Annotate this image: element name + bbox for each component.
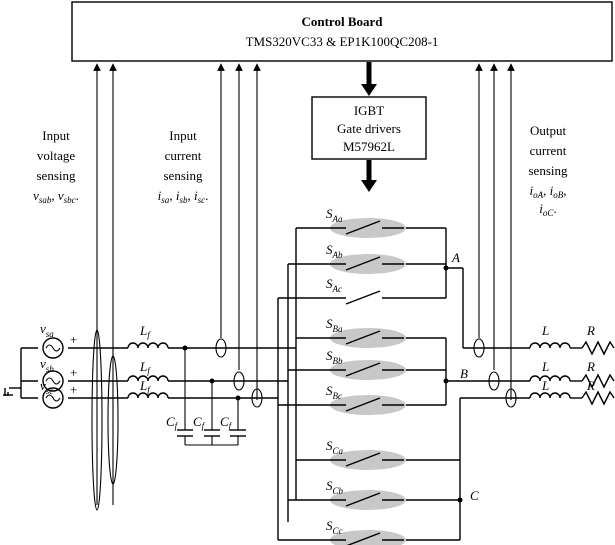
driver-to-switch-arrow	[361, 160, 377, 192]
control-board: Control Board TMS320VC33 & EP1K100QC208-…	[71, 1, 613, 62]
svg-text:+: +	[70, 365, 77, 380]
svg-text:sensing: sensing	[37, 168, 77, 183]
input-phase-wires	[68, 347, 296, 399]
control-board-title: Control Board	[301, 14, 383, 29]
output-current-sensors	[473, 338, 517, 408]
svg-text:+: +	[70, 382, 77, 397]
switch-scc: SCc	[326, 518, 406, 545]
svg-text:R: R	[586, 359, 595, 374]
svg-text:Lf: Lf	[139, 323, 151, 340]
switch-sca: SCa	[326, 438, 406, 470]
svg-text:SBb: SBb	[326, 348, 343, 366]
svg-text:ioC.: ioC.	[539, 201, 556, 218]
svg-text:L: L	[541, 359, 549, 374]
svg-text:R: R	[586, 378, 595, 393]
input-voltage-sensing-label: Input voltage sensing vsab, vsbc.	[33, 128, 79, 205]
svg-text:SCc: SCc	[326, 518, 343, 536]
switch-sac: SAc	[326, 276, 404, 305]
filter-inductor-c: Lf	[127, 378, 169, 399]
filter-capacitor-bank: Cf Cf Cf	[166, 345, 246, 446]
output-node-labels: A B C	[451, 250, 479, 503]
svg-text:SAc: SAc	[326, 276, 342, 294]
svg-text:sensing: sensing	[164, 168, 204, 183]
svg-text:Input: Input	[42, 128, 70, 143]
source-vb: vsb +	[40, 356, 77, 392]
svg-text:Input: Input	[169, 128, 197, 143]
output-current-sensing-label: Output current sensing ioA, ioB, ioC.	[529, 123, 569, 218]
svg-text:Cf: Cf	[166, 414, 179, 431]
gate-driver-line3: M57962L	[343, 139, 395, 154]
svg-text:voltage: voltage	[37, 148, 75, 163]
switch-sab: SAb	[326, 242, 406, 274]
svg-text:isa, isb, isc.: isa, isb, isc.	[158, 188, 209, 205]
svg-text:SBc: SBc	[326, 383, 342, 401]
source-va: vsa +	[40, 321, 77, 359]
svg-text:SCa: SCa	[326, 438, 344, 456]
svg-text:vsc: vsc	[40, 378, 53, 396]
gate-driver-box: IGBT Gate drivers M57962L	[311, 96, 427, 160]
svg-text:L: L	[541, 323, 549, 338]
svg-text:ioA, ioB,: ioA, ioB,	[530, 183, 567, 200]
control-board-subtitle: TMS320VC33 & EP1K100QC208-1	[246, 34, 439, 49]
load-c: L R	[529, 378, 615, 406]
svg-text:vsa: vsa	[40, 321, 54, 339]
load-a: L R	[529, 323, 615, 356]
filter-inductor-b: Lf	[127, 359, 169, 382]
filter-inductor-a: Lf	[127, 323, 169, 349]
svg-text:Cf: Cf	[193, 414, 206, 431]
svg-text:+: +	[70, 332, 77, 347]
ground-symbol	[3, 347, 38, 399]
svg-text:Output: Output	[530, 123, 567, 138]
svg-text:R: R	[586, 323, 595, 338]
board-to-driver-arrow	[361, 62, 377, 96]
switch-scb: SCb	[326, 478, 406, 510]
svg-text:current: current	[165, 148, 202, 163]
svg-text:Lf: Lf	[139, 378, 151, 395]
node-b-label: B	[460, 366, 468, 381]
switch-sbc: SBc	[326, 383, 406, 415]
load-b: L R	[529, 359, 615, 389]
source-vc: vsc +	[40, 378, 77, 409]
input-current-sensors	[215, 338, 263, 408]
svg-text:SBa: SBa	[326, 316, 343, 334]
svg-text:vsab, vsbc.: vsab, vsbc.	[33, 188, 79, 205]
switch-saa: SAa	[326, 206, 406, 238]
gate-driver-line2: Gate drivers	[337, 121, 401, 136]
svg-text:current: current	[530, 143, 567, 158]
svg-text:Lf: Lf	[139, 359, 151, 376]
svg-text:sensing: sensing	[529, 163, 569, 178]
svg-text:SCb: SCb	[326, 478, 344, 496]
node-c-label: C	[470, 488, 479, 503]
svg-text:vsb: vsb	[40, 356, 54, 374]
node-a-label: A	[451, 250, 460, 265]
svg-text:SAa: SAa	[326, 206, 343, 224]
gate-driver-line1: IGBT	[354, 103, 384, 118]
svg-text:Cf: Cf	[220, 414, 233, 431]
switch-sba: SBa	[326, 316, 406, 348]
switch-sbb: SBb	[326, 348, 406, 380]
sensing-feedback-lines	[93, 63, 515, 505]
svg-text:SAb: SAb	[326, 242, 343, 260]
svg-text:L: L	[541, 378, 549, 393]
voltage-sensor-loops	[91, 329, 119, 511]
input-current-sensing-label: Input current sensing isa, isb, isc.	[158, 128, 209, 205]
switch-matrix-bus	[277, 227, 530, 541]
